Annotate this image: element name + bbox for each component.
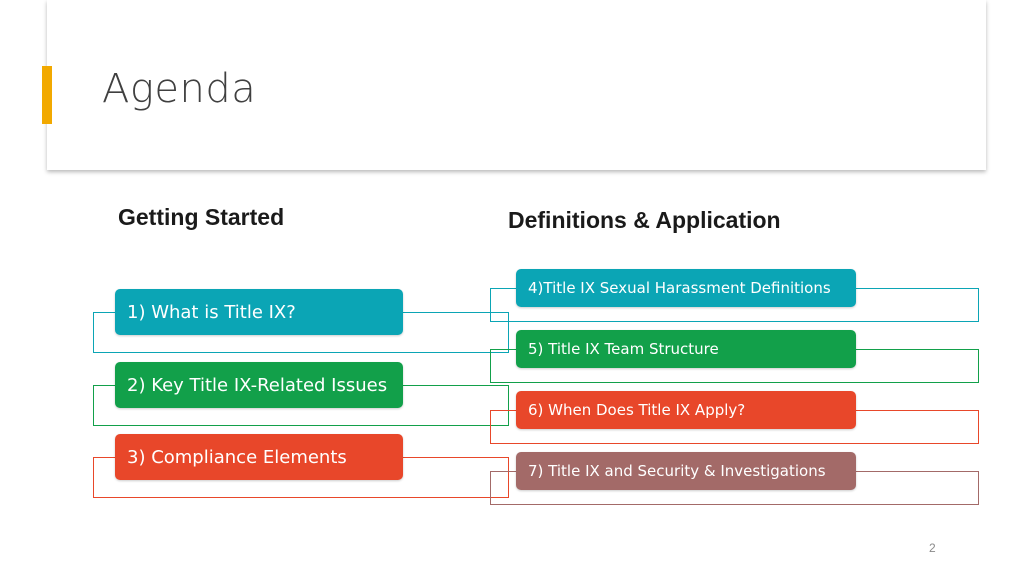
title-accent-bar [42,66,52,124]
agenda-item-label: 2) Key Title IX-Related Issues [127,374,388,396]
agenda-item-3: 3) Compliance Elements [115,434,403,480]
agenda-item-4: 4)Title IX Sexual Harassment Definitions [516,269,856,307]
agenda-item-5: 5) Title IX Team Structure [516,330,856,368]
agenda-item-1: 1) What is Title IX? [115,289,403,335]
agenda-item-label: 4)Title IX Sexual Harassment Definitions [528,279,831,297]
agenda-item-label: 6) When Does Title IX Apply? [528,401,746,419]
heading-getting-started: Getting Started [118,204,285,230]
agenda-item-label: 1) What is Title IX? [127,301,296,323]
page-number: 2 [929,541,936,555]
title-card [47,0,986,170]
agenda-item-label: 7) Title IX and Security & Investigation… [528,462,826,480]
agenda-item-6: 6) When Does Title IX Apply? [516,391,856,429]
agenda-item-label: 5) Title IX Team Structure [528,340,719,358]
heading-definitions-application: Definitions & Application [508,207,781,233]
agenda-item-label: 3) Compliance Elements [127,446,347,468]
agenda-item-7: 7) Title IX and Security & Investigation… [516,452,856,490]
agenda-item-2: 2) Key Title IX-Related Issues [115,362,403,408]
slide-title: Agenda [102,66,257,112]
